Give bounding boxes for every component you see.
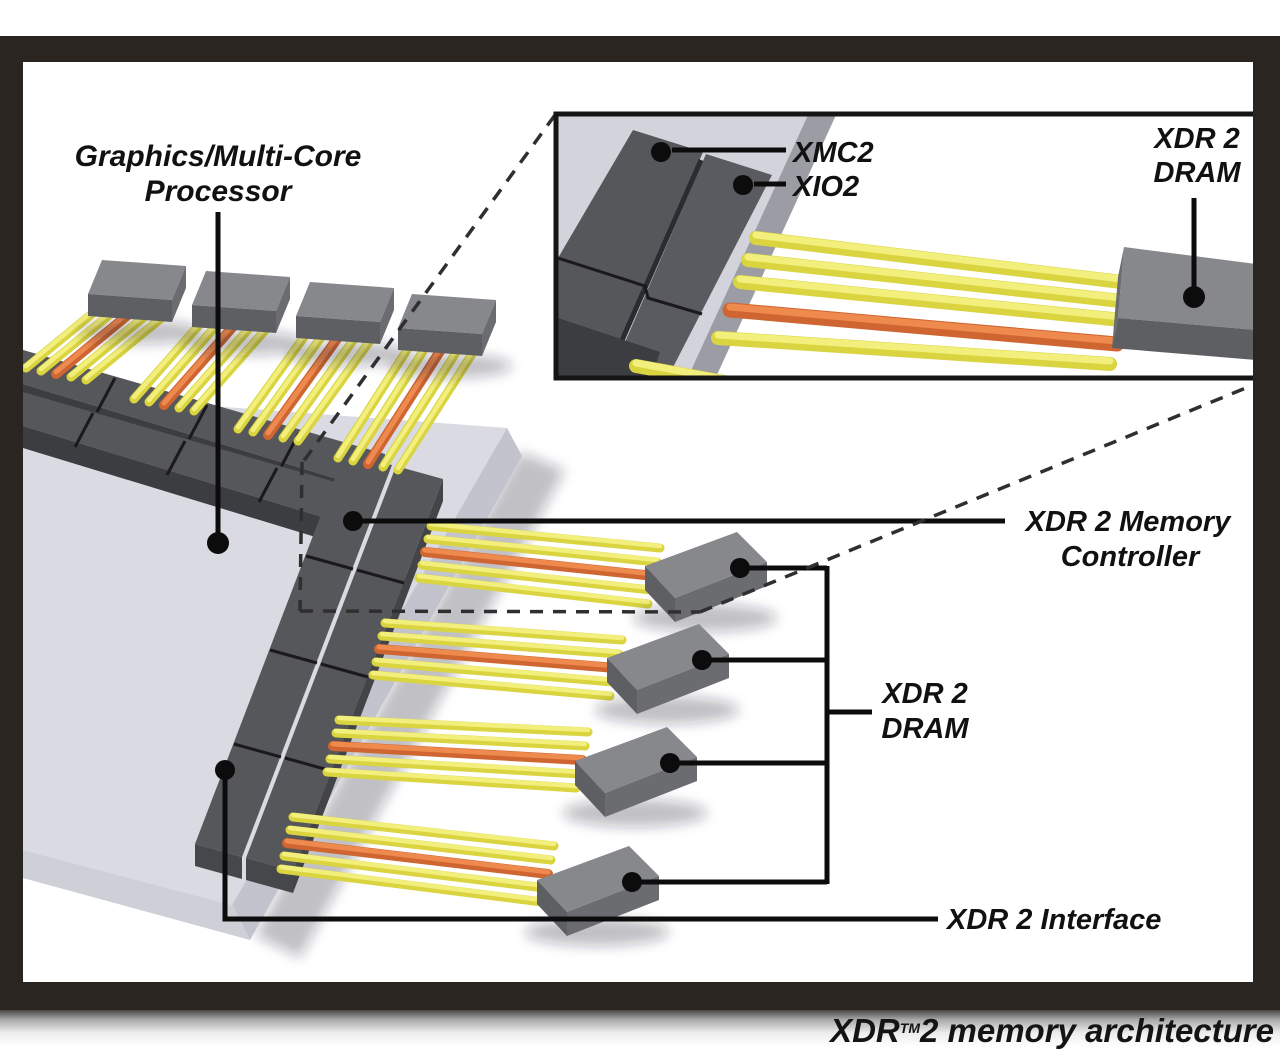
- inset-xmc2-label: XMC2: [791, 137, 874, 169]
- dram4-callout-dot: [622, 872, 642, 892]
- top-dram-chips: [78, 260, 512, 378]
- callouts: [207, 212, 1005, 922]
- inset-dram-label-line1: XDR 2: [1152, 123, 1239, 155]
- package-bottom-face: [23, 850, 250, 940]
- ribbon-bundle-right-4: [276, 812, 559, 907]
- inset-ribbon-bundle: [629, 231, 1145, 377]
- dram3-callout-dot: [660, 753, 680, 773]
- processor-label-line2: Processor: [145, 175, 294, 208]
- dram-bracket-label-line1: XDR 2: [880, 678, 967, 710]
- processor-label-line1: Graphics/Multi-Core: [75, 140, 362, 173]
- inset-zoom-box: XMC2 XIO2 XDR 2 DRAM: [553, 111, 1253, 381]
- dram2-callout-dot: [692, 650, 712, 670]
- zoom-connector-lines: [298, 113, 1253, 614]
- page-top-margin: [0, 0, 1280, 36]
- memory-controller-label-line1: XDR 2 Memory: [1024, 506, 1233, 538]
- figure-title: XDRTM2 memory architecture: [830, 1012, 1274, 1049]
- memory-controller-label-line2: Controller: [1061, 541, 1201, 573]
- inset-xmc2-chip: [558, 130, 703, 377]
- diagram-canvas: XMC2 XIO2 XDR 2 DRAM Graphics/Multi-Core…: [23, 62, 1253, 982]
- dram-chip-top-2: [192, 271, 290, 333]
- inset-content: XMC2 XIO2 XDR 2 DRAM: [558, 116, 1253, 377]
- memory-controller-callout-dot: [343, 511, 363, 531]
- main-labels: Graphics/Multi-Core Processor XDR 2 Memo…: [75, 140, 1233, 936]
- xdr2-architecture-diagram: XMC2 XIO2 XDR 2 DRAM Graphics/Multi-Core…: [23, 111, 1253, 958]
- inset-dram-label-line2: DRAM: [1154, 157, 1242, 189]
- inset-dram-chip: [1112, 247, 1253, 360]
- inset-dram-dot: [1183, 286, 1205, 308]
- dram-chip-top-3: [296, 282, 394, 344]
- inset-xio2-chip: [610, 154, 772, 377]
- dram-chip-top-4: [398, 294, 496, 356]
- processor-callout-dot: [207, 532, 229, 554]
- inset-border: [553, 111, 1253, 381]
- inset-xio2-dot: [733, 175, 753, 195]
- dram-chip-top-1: [88, 260, 186, 322]
- dram1-callout-dot: [730, 558, 750, 578]
- diagram-frame: XMC2 XIO2 XDR 2 DRAM Graphics/Multi-Core…: [0, 36, 1280, 1010]
- caption-bar: XDRTM2 memory architecture: [0, 1010, 1280, 1049]
- right-interface-row: [195, 452, 443, 893]
- inset-xmc2-dot: [651, 142, 671, 162]
- interface-label: XDR 2 Interface: [945, 904, 1161, 936]
- interface-callout-dot: [215, 760, 235, 780]
- ribbon-bundle-right-1: [414, 521, 665, 609]
- inset-xio2-label: XIO2: [791, 171, 859, 203]
- dram-bracket-label-line2: DRAM: [882, 713, 970, 745]
- ribbon-bundle-right-2: [368, 618, 627, 701]
- ribbon-bundle-right-3: [322, 715, 593, 793]
